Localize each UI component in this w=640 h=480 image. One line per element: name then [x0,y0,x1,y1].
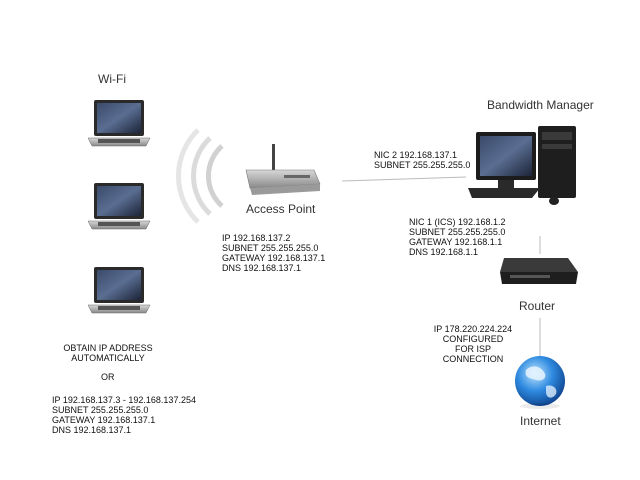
desktop-computer-icon [468,126,576,205]
nic1-line: DNS 192.168.1.1 [409,247,479,257]
router-line: CONNECTION [442,354,504,364]
nic1-config: NIC 1 (ICS) 192.168.1.2 SUBNET 255.255.2… [409,217,506,257]
internet-title: Internet [520,414,561,428]
nic2-line: SUBNET 255.255.255.0 [374,160,471,170]
router-line: CONFIGURED [442,334,504,344]
wifi-static-line: IP 192.168.137.3 - 192.168.137.254 [52,395,196,405]
laptop-icon [87,183,151,230]
wifi-obtain-note: OBTAIN IP ADDRESS AUTOMATICALLY [48,343,168,363]
wifi-or-label: OR [101,372,115,382]
link-ap-to-manager [341,176,467,182]
access-point-line: IP 192.168.137.2 [222,233,291,243]
access-point-config: IP 192.168.137.2 SUBNET 255.255.255.0 GA… [222,233,325,273]
wireless-router-icon [245,144,321,195]
router-line: IP 178.220.224.224 [433,324,513,334]
nic1-line: GATEWAY 192.168.1.1 [409,237,503,247]
nic2-config: NIC 2 192.168.137.1 SUBNET 255.255.255.0 [374,150,470,170]
wifi-obtain-line: OBTAIN IP ADDRESS [63,343,153,353]
wifi-signal-icon [176,128,224,224]
globe-icon [515,356,565,409]
nic1-line: NIC 1 (ICS) 192.168.1.2 [409,217,506,227]
router-icon [500,258,578,284]
wifi-title: Wi-Fi [98,72,126,86]
nic1-line: SUBNET 255.255.255.0 [409,227,506,237]
access-point-line: SUBNET 255.255.255.0 [222,243,319,253]
access-point-line: GATEWAY 192.168.137.1 [222,253,326,263]
laptop-icon [87,100,151,147]
wifi-static-config: IP 192.168.137.3 - 192.168.137.254 SUBNE… [52,395,196,435]
access-point-title: Access Point [246,202,316,216]
router-title: Router [519,299,556,313]
router-config: IP 178.220.224.224 CONFIGURED FOR ISP CO… [418,324,528,364]
wifi-static-line: DNS 192.168.137.1 [52,425,132,435]
bandwidth-manager-title: Bandwidth Manager [487,98,594,112]
wifi-obtain-line: AUTOMATICALLY [71,353,145,363]
nic2-line: NIC 2 192.168.137.1 [374,150,458,160]
access-point-line: DNS 192.168.137.1 [222,263,302,273]
router-line: FOR ISP [454,344,491,354]
wifi-static-line: SUBNET 255.255.255.0 [52,405,149,415]
wifi-static-line: GATEWAY 192.168.137.1 [52,415,156,425]
laptop-icon [87,267,151,314]
